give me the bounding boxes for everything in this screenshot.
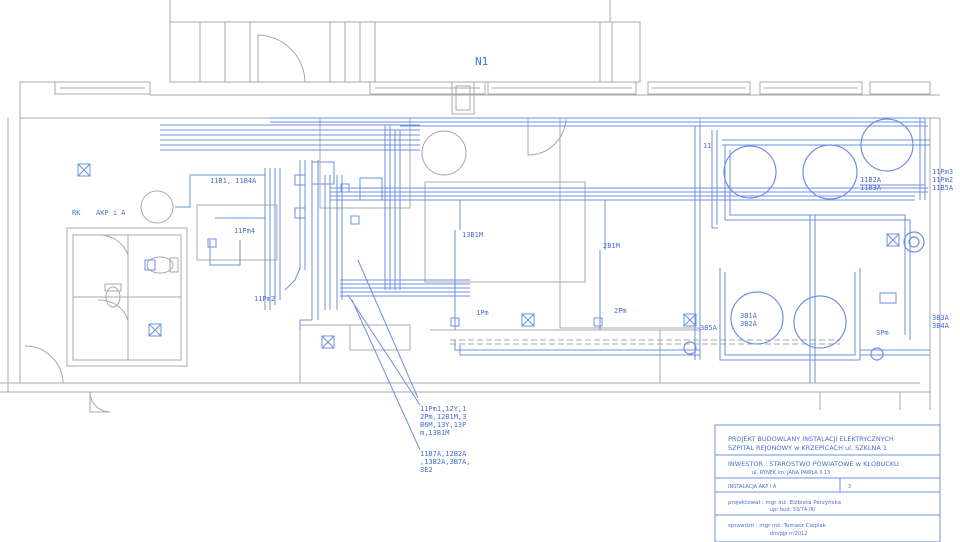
label-11b5a: 11B5A [932,184,954,192]
label-rk: RK [72,209,81,217]
dashed-lines [450,339,840,345]
investor-line-2: ul. RYNEK im. JANA PAWŁA II 13 [752,470,830,476]
label-3b4a: 3B4A [932,322,950,330]
sensor-symbols [77,161,900,349]
label-11pm2-right: 11Pm2 [932,176,953,184]
title-line-2: SZPITAL REJONOWY w KRZEPICACH ul. SZKLNA… [728,444,887,452]
group-2-line: 3E2 [420,466,433,474]
drawing-labels: N1 11B1, 11B4A RK AKP i A 11Pm4 11Pm2 13… [72,55,954,474]
pipework [160,117,930,451]
label-11: 11 [703,142,711,150]
label-3b3a: 3B3A [932,314,950,322]
designer-line-1: projektował : mgr inż. Elżbieta Perzyńsk… [728,499,841,506]
label-1pm: 1Pm [476,309,489,317]
label-3pm: 3Pm [876,329,889,337]
checker-line-1: sprawdził : mgr inż. Tomasz Cieplak [728,523,827,529]
title-block: PROJEKT BUDOWLANY INSTALACJI ELEKTRYCZNY… [714,424,941,542]
investor-line-1: INWESTOR : STAROSTWO POWIATOWE w KŁOBUCK… [728,460,899,468]
label-3b5a: 3B5A [700,324,718,332]
label-11b2a: 11B2A [860,176,882,184]
label-akp: AKP i A [96,209,126,217]
drawing-name: INSTALACJA AKP i A [728,484,777,490]
checker-line-2: dm/pjp rr/2012 [770,531,808,537]
label-group-2: 11B7A,12B2A ,13B2A,3B7A, 3E2 [420,450,475,474]
group-1-line: B6M,13Y,13P [420,421,466,429]
label-3b2a: 3B2A [740,320,758,328]
label-2pm: 2Pm [614,307,627,315]
label-3b1a: 3B1A [740,312,758,320]
label-11pm4: 11Pm4 [234,227,255,235]
label-11b3a: 11B3A [860,184,882,192]
group-1-line: m,13B1M [420,429,450,437]
label-11b1: 11B1, 11B4A [210,177,257,185]
group-2-line: ,13B2A,3B7A, [420,458,471,466]
label-group-1: 11Pm1,12Y,1 2Pm,12B1M,3 B6M,13Y,13P m,13… [420,405,471,437]
group-2-line: 11B7A,12B2A [420,450,467,458]
group-1-line: 11Pm1,12Y,1 [420,405,466,413]
group-1-line: 2Pm,12B1M,3 [420,413,466,421]
boilers [683,118,925,361]
title-line-1: PROJEKT BUDOWLANY INSTALACJI ELEKTRYCZNY… [728,435,894,443]
label-2b1m: 2B1M [603,242,620,250]
label-13b1m: 13B1M [462,231,483,239]
label-n1: N1 [475,55,488,68]
label-11pm3: 11Pm3 [932,168,953,176]
sheet-number: 3 [848,484,851,490]
label-11pm2: 11Pm2 [254,295,275,303]
designer-line-2: upr bud. 33/74 /R/ [770,507,816,513]
